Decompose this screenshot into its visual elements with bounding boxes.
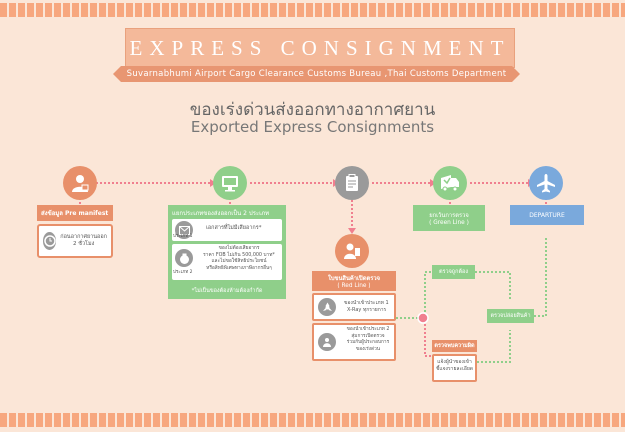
person-icon <box>63 166 97 200</box>
xray-icon <box>318 298 336 316</box>
banner-subtitle: Suvarnabhumi Airport Cargo Clearance Cus… <box>126 69 507 79</box>
clock-icon <box>43 232 57 250</box>
clipboard-icon <box>335 166 369 200</box>
red-line-title: ใบขนสินค้าเปิดตรวจ <box>327 276 381 282</box>
red-line-subtitle: ( Red Line ) <box>337 283 371 289</box>
mismatch-box: ตรวจพบความผิด แจ้งผู้นำของเข้า ชี้แจงราย… <box>432 340 477 384</box>
step1-title: ส่งข้อมูล Pre manifest <box>37 205 113 221</box>
step2-title: แยกประเภทของส่งออกเป็น 2 ประเภท <box>172 210 270 217</box>
mismatch-title: ตรวจพบความผิด <box>432 340 477 352</box>
inspector-icon <box>335 234 369 268</box>
connector-mismatch-release <box>477 330 511 363</box>
step2-footnote: *ไม่เป็นของต้องห้ามต้องกำกัด <box>191 288 263 294</box>
connector-to-mismatch <box>424 324 432 357</box>
truck-icon <box>433 166 467 200</box>
top-stripe-border <box>0 3 625 17</box>
green-line-box: ยกเว้นการตรวจ ( Green Line ) <box>413 205 485 231</box>
connector-release-departure <box>534 236 547 317</box>
money-bag-icon <box>175 249 193 267</box>
type2-line1: ของไม่ต้องเสียอากร <box>218 246 260 251</box>
type2-line4: หรือสิทธิพิเศษทางภาษีอากรอื่นๆ <box>206 265 272 271</box>
step1-note-card: ก่อนอากาศยานออก 2 ชั่วโมง <box>37 224 113 258</box>
subtitle-ribbon: Suvarnabhumi Airport Cargo Clearance Cus… <box>113 66 520 82</box>
green-line-subtitle: ( Green Line ) <box>429 220 469 226</box>
type2-text: ของไม่ต้องเสียอากร ราคา FOB ไม่เกิน 500,… <box>196 246 282 272</box>
envelope-icon <box>175 221 193 239</box>
release-label: ตรวจปล่อยสินค้า <box>487 309 534 323</box>
type1-label: ประเภท 1 <box>173 234 193 239</box>
red-item2-card: ของนำเข้าประเภท 2 สุ่มการเปิดตรวจ ร่วมกั… <box>312 323 396 361</box>
airplane-icon <box>529 166 563 200</box>
monitor-icon <box>213 166 247 200</box>
red-item2-text: ของนำเข้าประเภท 2 สุ่มการเปิดตรวจ ร่วมกั… <box>340 327 396 353</box>
step2-box: แยกประเภทของส่งออกเป็น 2 ประเภท ประเภท 1… <box>168 205 286 299</box>
type1-text: เอกสารที่ไม่มีเสียอากร* <box>206 225 262 231</box>
green-line-title: ยกเว้นการตรวจ <box>429 213 469 219</box>
inspector-small-icon <box>318 333 336 351</box>
red-item1-line1: ของนำเข้าประเภท 1 <box>344 300 389 306</box>
red-line-header: ใบขนสินค้าเปิดตรวจ ( Red Line ) <box>312 271 396 291</box>
type2-line3: และไม่ขอใช้สิทธิประโยชน์ <box>211 259 267 264</box>
type2-line2: ราคา FOB ไม่เกิน 500,000 บาท* <box>203 252 275 258</box>
departure-label: DEPARTURE <box>510 205 584 225</box>
type2-card: ประเภท 2 ของไม่ต้องเสียอากร ราคา FOB ไม่… <box>172 244 282 280</box>
banner-title: EXPRESS CONSIGNMENT <box>129 35 511 60</box>
red-item2-line3: ร่วมกับผู้ประกอบการ <box>346 340 390 345</box>
connector-to-check <box>424 271 432 312</box>
arrow-head <box>348 228 356 234</box>
bottom-stripe-border <box>0 413 625 427</box>
step1-box: ส่งข้อมูล Pre manifest ก่อนอากาศยานออก 2… <box>37 205 113 258</box>
red-line-box: ใบขนสินค้าเปิดตรวจ ( Red Line ) ของนำเข้… <box>312 271 396 363</box>
red-item2-line4: ของเร่งด่วน <box>355 346 381 352</box>
mismatch-card: แจ้งผู้นำของเข้า ชี้แจงรายละเอียด <box>432 354 477 382</box>
mismatch-line2: ชี้แจงรายละเอียด <box>435 366 474 372</box>
red-item1-line2: X-Ray ทุกรายการ <box>347 307 387 313</box>
split-node <box>417 312 429 324</box>
heading-english: Exported Express Consignments <box>190 118 435 136</box>
heading-thai: ของเร่งด่วนส่งออกทางอากาศยาน <box>189 100 436 120</box>
red-item2-line2: สุ่มการเปิดตรวจ <box>351 333 385 339</box>
title-banner: EXPRESS CONSIGNMENT <box>125 28 515 68</box>
check-ok-label: ตรวจถูกต้อง <box>432 265 475 279</box>
mismatch-line1: แจ้งผู้นำของเข้า <box>437 359 472 365</box>
step1-note-line2: 2 ชั่วโมง <box>72 241 95 247</box>
connector-check-release <box>475 271 511 300</box>
type2-label: ประเภท 2 <box>173 270 193 275</box>
type1-card: ประเภท 1 เอกสารที่ไม่มีเสียอากร* <box>172 219 282 241</box>
step1-note-line1: ก่อนอากาศยานออก <box>60 234 107 240</box>
red-item2-line1: ของนำเข้าประเภท 2 <box>346 327 390 332</box>
red-item1-card: ของนำเข้าประเภท 1 X-Ray ทุกรายการ <box>312 293 396 321</box>
